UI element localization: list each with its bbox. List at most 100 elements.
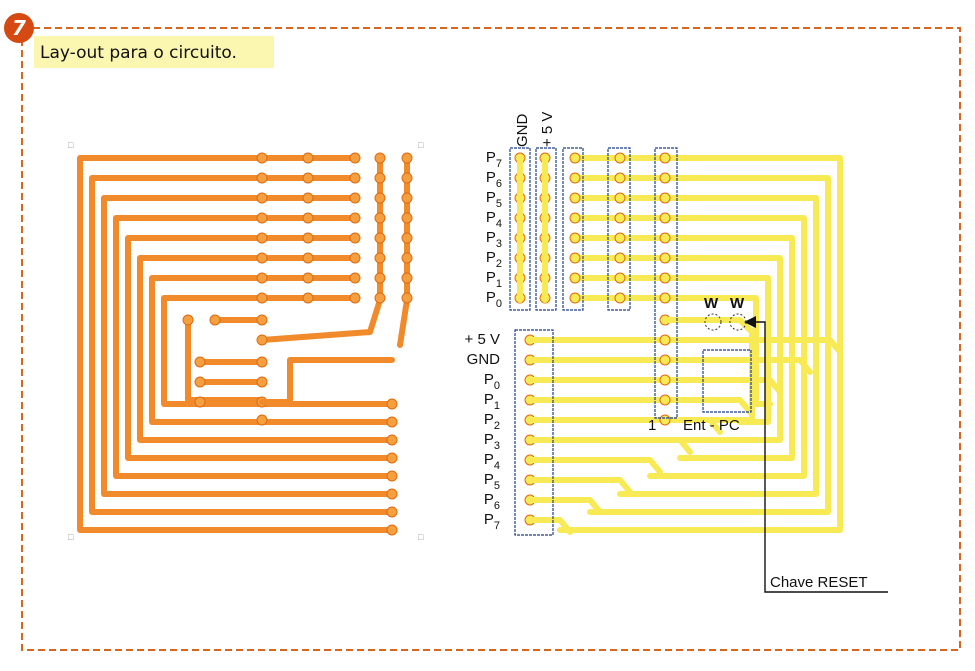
component-outline (607, 147, 631, 311)
solder-pad (659, 292, 671, 304)
copper-trace (527, 397, 753, 415)
solder-pad (401, 272, 413, 284)
copper-trace (101, 195, 395, 497)
step-number: 7 (12, 16, 26, 40)
copper-trace (527, 517, 573, 535)
solder-pad (256, 192, 268, 204)
bottom-pin-label: GND (467, 351, 501, 368)
solder-pad (374, 252, 386, 264)
title-highlight (34, 36, 274, 68)
reset-switch-label: Chave RESET (770, 574, 868, 591)
copper-trace (572, 295, 773, 407)
solder-pad (256, 232, 268, 244)
solder-pad (569, 172, 581, 184)
copper-trace (77, 155, 395, 533)
left-copper-board: □□□□ (68, 140, 424, 542)
solder-pad (401, 192, 413, 204)
bottom-pin-label: P1 (484, 391, 500, 412)
arrow-icon (744, 316, 756, 328)
solder-pad (659, 272, 671, 284)
solder-pad (256, 376, 268, 388)
copper-trace (161, 295, 395, 407)
copper-trace (89, 175, 395, 515)
component-outline (514, 329, 554, 536)
reset-callout: Chave RESET (744, 316, 888, 593)
figure-title: Lay-out para o circuito. (40, 43, 237, 63)
gnd-column-label: GND (514, 114, 531, 148)
component-outline (654, 147, 678, 419)
solder-pad (374, 192, 386, 204)
solder-pad (349, 252, 361, 264)
solder-pad (386, 524, 398, 536)
solder-pad (349, 272, 361, 284)
solder-pad (256, 414, 268, 426)
solder-pad (302, 172, 314, 184)
solder-pad (659, 232, 671, 244)
solder-pad (401, 212, 413, 224)
solder-pad (659, 414, 671, 426)
solder-pad (386, 434, 398, 446)
solder-pad (182, 314, 194, 326)
jumper-pad (704, 313, 722, 331)
solder-pad (374, 272, 386, 284)
solder-pad (614, 192, 626, 204)
copper-trace (397, 155, 410, 348)
copper-trace (113, 215, 395, 479)
frame-border (21, 27, 961, 651)
solder-pad (386, 506, 398, 518)
solder-pad (194, 356, 206, 368)
solder-pad (401, 232, 413, 244)
solder-pad (256, 356, 268, 368)
component-outline (702, 349, 752, 413)
solder-pad (374, 292, 386, 304)
bottom-pin-label: P0 (484, 371, 500, 392)
solder-pad (194, 376, 206, 388)
solder-pad (209, 314, 221, 326)
solder-pad (349, 212, 361, 224)
solder-pad (659, 212, 671, 224)
solder-pad (401, 292, 413, 304)
component-outline (562, 147, 584, 311)
jumper-label-1: W (704, 295, 719, 312)
top-pin-label: P1 (486, 269, 502, 290)
copper-trace (662, 317, 755, 423)
component-outline (509, 147, 531, 311)
bottom-pin-label: P2 (484, 411, 500, 432)
copper-trace (527, 337, 843, 355)
solder-pad (302, 152, 314, 164)
copper-trace (527, 457, 663, 475)
solder-pad (659, 354, 671, 366)
top-pin-label: P4 (486, 209, 502, 230)
solder-pad (302, 232, 314, 244)
bottom-pin-label: + 5 V (465, 331, 500, 348)
connector-label: Ent - PC (683, 417, 740, 434)
solder-pad (401, 172, 413, 184)
bottom-pin-label: P3 (484, 431, 500, 452)
solder-pad (194, 396, 206, 408)
copper-trace (137, 255, 395, 443)
solder-pad (349, 292, 361, 304)
copper-trace (572, 215, 807, 479)
solder-pad (659, 252, 671, 264)
solder-pad (386, 470, 398, 482)
solder-pad (374, 212, 386, 224)
copper-trace (527, 477, 633, 495)
bottom-pin-label: P7 (484, 511, 500, 532)
solder-pad (256, 172, 268, 184)
solder-pad (614, 152, 626, 164)
solder-pad (569, 192, 581, 204)
solder-pad (256, 314, 268, 326)
solder-pad (614, 252, 626, 264)
solder-pad (614, 212, 626, 224)
top-pin-label: P6 (486, 169, 502, 190)
solder-pad (302, 252, 314, 264)
solder-pad (374, 232, 386, 244)
solder-pad (302, 212, 314, 224)
solder-pad (386, 488, 398, 500)
solder-pad (349, 192, 361, 204)
copper-trace (572, 235, 795, 461)
copper-trace (259, 357, 395, 405)
copper-trace (572, 195, 819, 497)
solder-pad (256, 152, 268, 164)
